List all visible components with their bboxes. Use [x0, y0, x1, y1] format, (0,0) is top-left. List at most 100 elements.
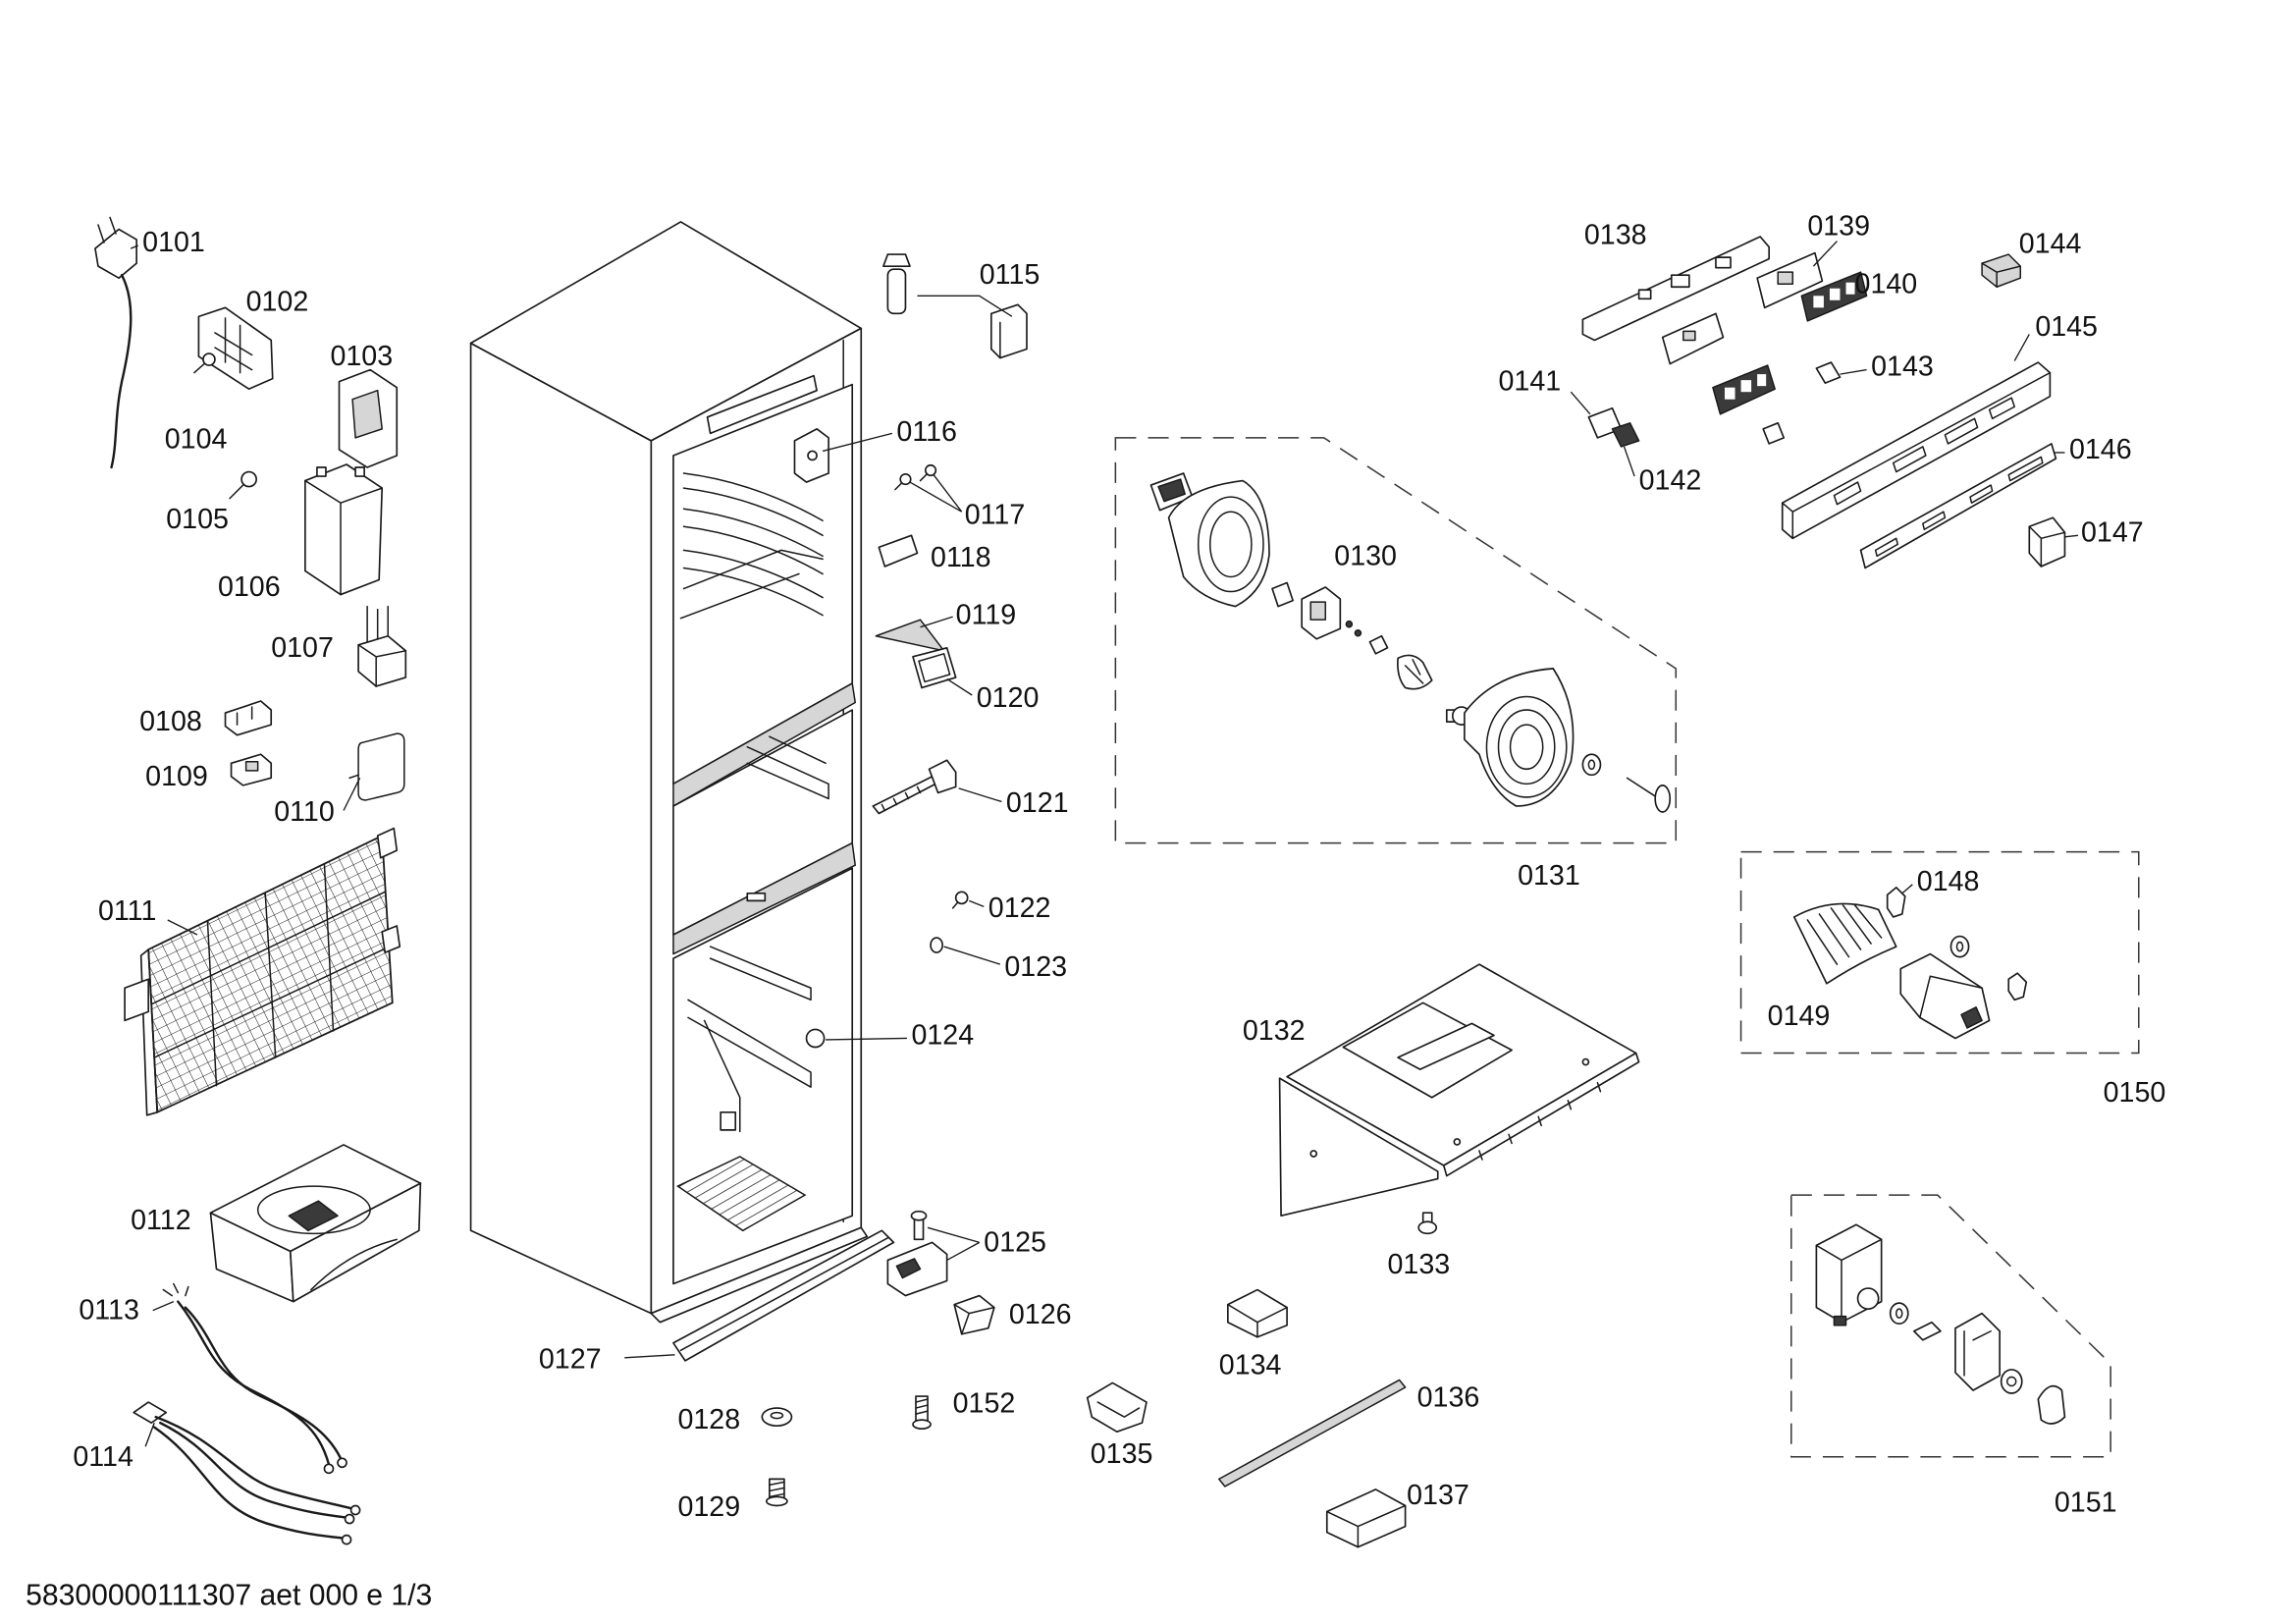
drip-tray-part	[1278, 963, 1640, 1218]
callout-0125: 0125	[984, 1226, 1046, 1258]
relay-with-wires-part	[357, 605, 407, 687]
callout-0131: 0131	[1518, 860, 1580, 892]
module-part	[2028, 516, 2066, 568]
switch-plate-part	[1756, 251, 1824, 309]
screws-pair-part	[894, 463, 937, 491]
callout-0109: 0109	[145, 761, 208, 792]
cap-part	[1981, 253, 2022, 288]
callout-0126: 0126	[1009, 1299, 1072, 1330]
switch-cluster-part	[1800, 271, 1868, 322]
callout-0141: 0141	[1499, 366, 1562, 398]
callout-0152: 0152	[953, 1388, 1016, 1420]
callout-0120: 0120	[977, 682, 1040, 714]
callout-0116: 0116	[896, 416, 957, 448]
connector-part	[1611, 422, 1640, 448]
evaporation-tray-part	[209, 1144, 422, 1303]
callout-0124: 0124	[911, 1020, 974, 1052]
callout-0149: 0149	[1768, 1001, 1831, 1032]
screw-and-bracket-part	[886, 1210, 948, 1297]
power-cord-part	[94, 216, 137, 469]
callout-0123: 0123	[1004, 951, 1067, 983]
control-bracket-part	[1581, 236, 1771, 365]
knob-part	[805, 1028, 826, 1049]
callout-0101: 0101	[142, 227, 205, 258]
callout-0105: 0105	[166, 504, 229, 535]
screw-part	[1417, 1212, 1438, 1235]
frame-clip-part	[912, 646, 957, 689]
callout-0127: 0127	[539, 1343, 602, 1375]
fan-assembly-group-box	[1114, 437, 1678, 844]
rod-part	[1218, 1379, 1407, 1488]
label-strip-part	[1859, 443, 2057, 569]
wedge-part	[875, 619, 945, 652]
leader-lines	[130, 241, 2079, 1447]
callout-0104: 0104	[165, 423, 228, 455]
cabinet-body	[469, 221, 869, 1324]
relay-box-part	[338, 368, 399, 468]
control-panel-bar-part	[1781, 361, 2052, 540]
callout-0129: 0129	[677, 1491, 740, 1523]
block-part	[1325, 1489, 1407, 1548]
switch-cluster-part	[1712, 364, 1776, 415]
screw-part	[193, 352, 216, 374]
callout-0144: 0144	[2019, 229, 2082, 260]
mounting-bracket-part	[197, 306, 274, 391]
callout-0133: 0133	[1388, 1249, 1451, 1280]
cover-box-part	[304, 463, 384, 596]
callout-0108: 0108	[139, 706, 202, 737]
callout-0121: 0121	[1006, 787, 1069, 819]
callout-0137: 0137	[1407, 1480, 1469, 1511]
callout-0110: 0110	[274, 796, 335, 828]
callout-0148: 0148	[1917, 866, 1980, 897]
callout-0113: 0113	[79, 1295, 139, 1326]
fan-assembly-parts	[1149, 472, 1672, 813]
gasket-frame-part	[348, 732, 405, 801]
callout-0102: 0102	[246, 286, 309, 317]
small-cover-part	[878, 534, 919, 568]
callout-0142: 0142	[1639, 465, 1702, 497]
callout-0134: 0134	[1219, 1349, 1282, 1380]
screw-part	[912, 1395, 932, 1430]
callout-0118: 0118	[931, 542, 991, 573]
thermostat-group-box	[1790, 1194, 2111, 1458]
condenser-grille-part	[124, 827, 401, 1116]
callout-0132: 0132	[1243, 1015, 1306, 1047]
washer-part	[761, 1407, 793, 1427]
callout-0146: 0146	[2069, 434, 2132, 465]
callout-0112: 0112	[131, 1205, 191, 1236]
lamp-assembly-parts	[1792, 886, 2028, 1040]
callout-0128: 0128	[677, 1404, 740, 1435]
callout-0151: 0151	[2055, 1488, 2117, 1519]
callout-0139: 0139	[1807, 211, 1870, 243]
front-strip-part	[672, 1229, 895, 1362]
callout-0119: 0119	[956, 600, 1017, 631]
callout-0122: 0122	[988, 893, 1051, 924]
callout-0150: 0150	[2104, 1077, 2166, 1109]
screw-part	[951, 891, 969, 909]
button-part	[1762, 361, 1842, 445]
callout-0103: 0103	[330, 341, 393, 372]
clip-part	[224, 700, 273, 736]
callout-0117: 0117	[965, 499, 1026, 530]
callout-0107: 0107	[271, 632, 334, 664]
nut-part	[930, 937, 943, 953]
callout-0135: 0135	[1091, 1438, 1153, 1470]
screw-part	[229, 470, 257, 500]
callout-0138: 0138	[1584, 220, 1647, 251]
hinge-bracket-part	[793, 428, 829, 483]
sensor-and-bracket-part	[882, 253, 1028, 359]
callout-0136: 0136	[1417, 1382, 1480, 1414]
thermostat-parts	[1815, 1223, 2066, 1425]
callout-0115: 0115	[980, 259, 1041, 291]
clip-part	[1086, 1381, 1148, 1433]
block-part	[1227, 1288, 1288, 1338]
clip-part	[230, 753, 273, 786]
callout-0147: 0147	[2081, 516, 2144, 548]
wiring-harness-part	[162, 1282, 347, 1475]
rail-part	[872, 759, 957, 815]
bracket-part	[953, 1294, 995, 1335]
callout-0130: 0130	[1334, 540, 1397, 571]
callout-0145: 0145	[2035, 311, 2098, 343]
callout-labels: 0101 0102 0103 0104 0105 0106 0107 0108 …	[73, 211, 2165, 1524]
